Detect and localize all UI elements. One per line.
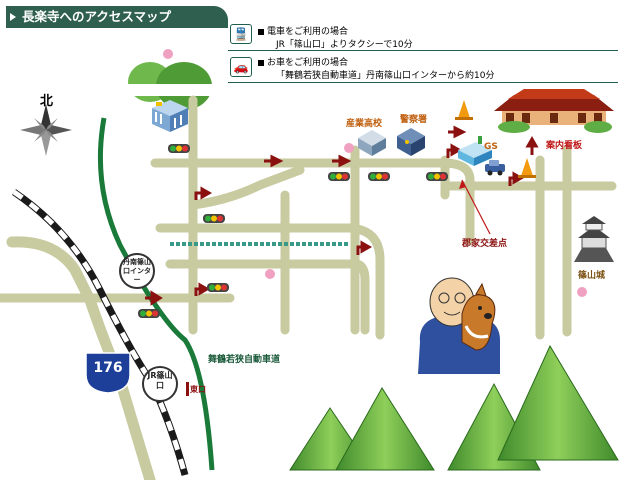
interchange-label: 丹南篠山口インター bbox=[123, 258, 151, 284]
car-icon-small bbox=[485, 160, 505, 176]
police-building-icon bbox=[397, 128, 425, 156]
temple-icon bbox=[494, 89, 614, 133]
page-title: 長楽寺へのアクセスマップ bbox=[6, 6, 228, 28]
traffic-lights bbox=[138, 144, 448, 318]
station-marker bbox=[142, 366, 178, 402]
castle-icon bbox=[574, 216, 614, 262]
interchange-marker bbox=[119, 253, 155, 289]
cone-icons bbox=[455, 100, 536, 178]
car-detail: 「舞鶴若狭自動車道」丹南篠山口インターから約10分 bbox=[276, 71, 495, 81]
office-building-icon bbox=[152, 100, 188, 132]
info-separator bbox=[228, 50, 618, 51]
gas-station-label: GS bbox=[484, 142, 498, 152]
train-icon: 🚆 bbox=[230, 24, 252, 44]
police-label: 警察署 bbox=[400, 115, 428, 125]
monk-with-dog-illustration bbox=[418, 277, 500, 374]
info-sign-label: 案内看板 bbox=[546, 141, 583, 151]
hills-icon bbox=[120, 62, 220, 110]
station-label: JR篠山口 bbox=[147, 371, 173, 390]
intersection-label: 郡家交差点 bbox=[462, 239, 508, 249]
title-text: 長楽寺へのアクセスマップ bbox=[22, 9, 172, 24]
train-detail: JR「篠山口」よりタクシーで10分 bbox=[276, 40, 413, 50]
cherry-blossom-icons bbox=[163, 49, 587, 297]
intersection-pointer bbox=[461, 179, 491, 235]
gas-station-icon bbox=[458, 136, 492, 166]
route-arrows bbox=[145, 125, 539, 306]
compass-north-label: 北 bbox=[40, 94, 54, 109]
route-number-label: 176 bbox=[93, 360, 123, 376]
east-exit-marker bbox=[186, 382, 189, 396]
high-school-label: 産業高校 bbox=[346, 119, 383, 129]
train-heading: 電車をご利用の場合 bbox=[258, 24, 348, 37]
expressway-label: 舞鶴若狭自動車道 bbox=[208, 355, 281, 365]
title-arrow-icon bbox=[10, 13, 16, 21]
expressway-line bbox=[97, 117, 215, 471]
info-separator-bottom bbox=[228, 82, 618, 83]
castle-label: 篠山城 bbox=[578, 271, 606, 281]
school-building-icon bbox=[358, 130, 386, 156]
mountains-icon bbox=[289, 344, 619, 471]
compass-icon bbox=[20, 104, 72, 156]
car-icon: 🚗 bbox=[230, 57, 252, 77]
railway-line bbox=[12, 189, 189, 476]
route-shield-icon bbox=[85, 352, 131, 394]
car-heading: お車をご利用の場合 bbox=[258, 55, 348, 68]
road-network bbox=[0, 95, 617, 480]
east-exit-label: 東口 bbox=[190, 385, 206, 394]
